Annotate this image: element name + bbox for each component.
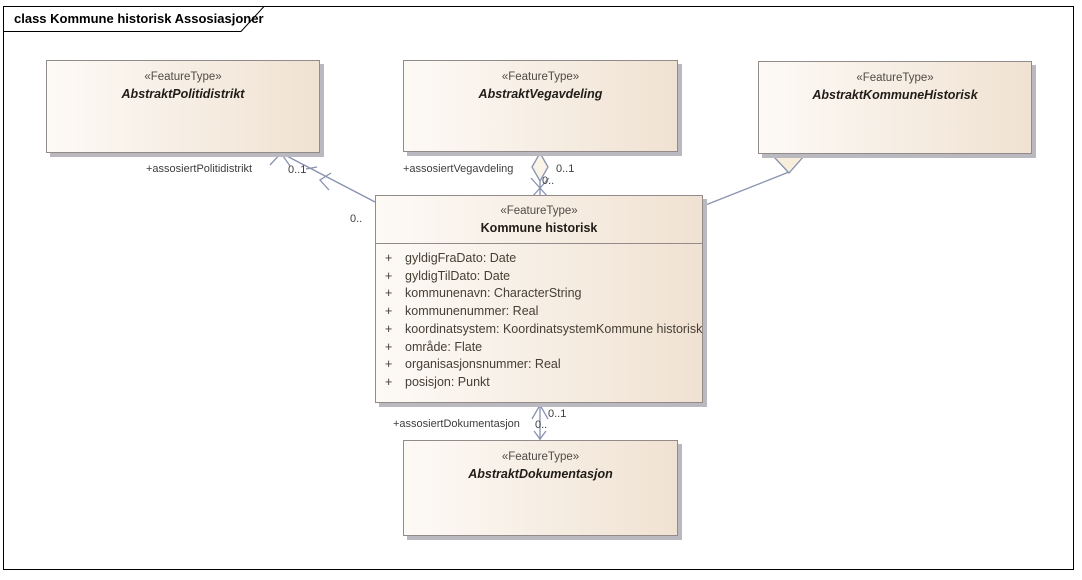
multiplicity-label-dokumentasjon-target: 0..1 <box>548 408 567 420</box>
role-label-assosiert-vegavdeling: +assosiertVegavdeling <box>403 163 514 175</box>
class-name: AbstraktDokumentasjon <box>468 467 613 481</box>
class-box-abstrakt-kommune-historisk[interactable]: «FeatureType» AbstraktKommuneHistorisk <box>758 61 1032 154</box>
class-name: AbstraktPolitidistrikt <box>121 87 245 101</box>
open-arrowhead-vegavdeling-leg2 <box>531 177 550 198</box>
open-diamond-vegavdeling-icon <box>531 151 549 183</box>
class-box-abstrakt-dokumentasjon[interactable]: «FeatureType» AbstraktDokumentasjon <box>403 440 678 536</box>
generalization-triangle-icon <box>772 155 806 174</box>
multiplicity-label-politidistrikt-source: 0.. <box>350 213 363 225</box>
attribute-row: + koordinatsystem: KoordinatsystemKommune… <box>385 321 702 339</box>
multiplicity-label-vegavdeling-source: 0.. <box>542 175 555 187</box>
attribute-row: + kommunenavn: CharacterString <box>385 285 702 303</box>
attribute-text: posisjon: Punkt <box>405 374 490 389</box>
visibility-sign: + <box>385 321 393 336</box>
visibility-sign: + <box>385 286 393 301</box>
class-name: Kommune historisk <box>480 221 598 235</box>
attribute-row: + gyldigTilDato: Date <box>385 268 702 286</box>
generalization-kommunehistorisk[interactable] <box>702 155 806 207</box>
visibility-sign: + <box>385 357 393 372</box>
open-arrowhead-dokumentasjon-bottom-icon <box>533 430 547 441</box>
visibility-sign: + <box>385 268 393 283</box>
attribute-row: + område: Flate <box>385 339 702 357</box>
class-name: AbstraktVegavdeling <box>478 87 603 101</box>
attribute-compartment: + gyldigFraDato: Date + gyldigTilDato: Dat… <box>376 244 702 392</box>
attribute-text: kommunenummer: Real <box>405 304 539 319</box>
attribute-row: + kommunenummer: Real <box>385 303 702 321</box>
multiplicity-label-vegavdeling-target: 0..1 <box>556 163 575 175</box>
class-box-abstrakt-politidistrikt[interactable]: «FeatureType» AbstraktPolitidistrikt <box>46 60 320 153</box>
stereotype-label: «FeatureType» <box>501 451 580 463</box>
stereotype-label: «FeatureType» <box>856 72 934 84</box>
multiplicity-label-politidistrikt-target: 0..1 <box>288 164 307 176</box>
attribute-text: kommunenavn: CharacterString <box>405 286 582 301</box>
visibility-sign: + <box>385 339 393 354</box>
stereotype-label: «FeatureType» <box>500 205 578 217</box>
association-politidistrikt-line[interactable] <box>280 152 376 203</box>
attribute-text: gyldigFraDato: Date <box>405 251 517 265</box>
association-dokumentasjon[interactable] <box>531 403 549 441</box>
class-box-kommune-historisk[interactable]: «FeatureType» Kommune historisk + gyldigF… <box>375 195 703 403</box>
attribute-text: gyldigTilDato: Date <box>405 268 511 283</box>
diagram-title: class Kommune historisk Assosiasjoner <box>14 11 264 26</box>
generalization-line[interactable] <box>702 171 790 207</box>
visibility-sign: + <box>385 304 393 319</box>
class-name: AbstraktKommuneHistorisk <box>812 88 978 102</box>
visibility-sign: + <box>385 374 393 389</box>
role-label-assosiert-politidistrikt: +assosiertPolitidistrikt <box>146 163 253 175</box>
attribute-text: organisasjonsnummer: Real <box>405 357 561 372</box>
stereotype-label: «FeatureType» <box>501 71 580 83</box>
stereotype-label: «FeatureType» <box>144 71 222 83</box>
diagram-title-tab <box>3 6 266 32</box>
attribute-text: område: Flate <box>405 339 483 354</box>
association-politidistrikt[interactable] <box>269 151 376 203</box>
open-arrowhead-politidistrikt-icon <box>269 151 291 167</box>
open-arrowhead-politidistrikt-mid-icon <box>319 172 332 191</box>
attribute-row: + organisasjonsnummer: Real <box>385 356 702 374</box>
role-label-assosiert-dokumentasjon: +assosiertDokumentasjon <box>393 418 520 430</box>
attribute-text: koordinatsystem: KoordinatsystemKommune … <box>405 321 703 336</box>
multiplicity-label-dokumentasjon-source: 0.. <box>535 419 548 431</box>
attribute-row: + gyldigFraDato: Date <box>385 250 702 268</box>
association-vegavdeling[interactable] <box>530 151 550 198</box>
open-arrowhead-vegavdeling-leg1 <box>530 177 549 198</box>
visibility-sign: + <box>385 251 393 265</box>
open-arrowhead-dokumentasjon-top-icon <box>531 403 549 420</box>
attribute-row: + posisjon: Punkt <box>385 374 702 392</box>
class-box-abstrakt-vegavdeling[interactable]: «FeatureType» AbstraktVegavdeling <box>403 60 678 152</box>
label-tick-politidistrikt <box>305 166 318 170</box>
class-header: «FeatureType» Kommune historisk <box>376 196 702 244</box>
title-tab-shape <box>3 6 266 32</box>
